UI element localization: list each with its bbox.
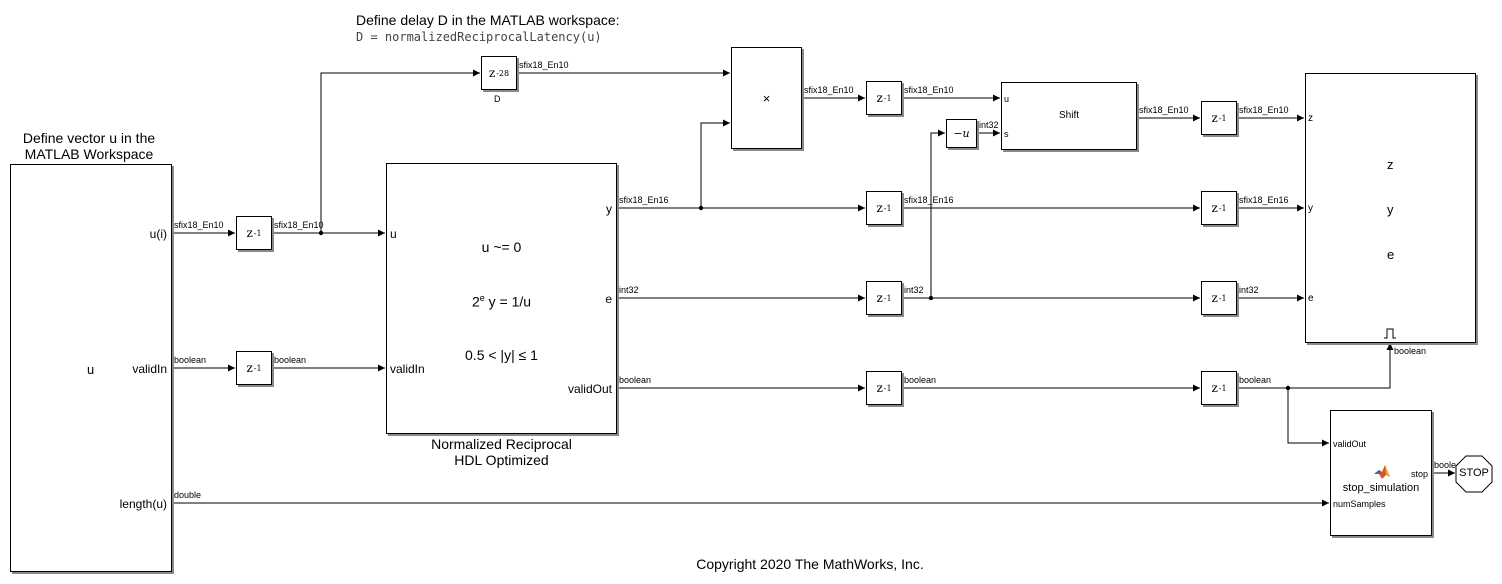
- source-port-length: length(u): [119, 497, 167, 511]
- recip-range-line: 0.5 < |y| ≤ 1: [465, 347, 538, 363]
- source-block-name: u: [87, 362, 95, 377]
- shift-port-u: u: [1004, 94, 1010, 104]
- delay-note-title: Define delay D in the MATLAB workspace:: [356, 12, 620, 28]
- sink-port-e: e: [1308, 293, 1314, 304]
- enable-port-icon: [1384, 328, 1396, 339]
- stopsim-port-numsamples: numSamples: [1333, 499, 1386, 509]
- signal-label: sfix18_En16: [904, 195, 954, 205]
- signal-label: int32: [979, 120, 999, 130]
- branch-point: [318, 230, 324, 236]
- branch-point: [1285, 385, 1291, 391]
- recip-condition-line: u ~= 0: [481, 239, 522, 255]
- sink-label-z: z: [1387, 157, 1394, 172]
- recip-caption-line1: Normalized Reciprocal: [431, 436, 572, 452]
- signal-label: boolean: [274, 355, 307, 365]
- signal-label: boolean: [619, 375, 652, 385]
- unit-delay-e1[interactable]: z-1: [866, 281, 902, 315]
- unit-delay-product[interactable]: z-1: [866, 81, 902, 115]
- signal-label: sfix18_En10: [904, 85, 954, 95]
- signal-label: boole: [1434, 460, 1457, 470]
- stopsim-port-validout: validOut: [1333, 439, 1367, 449]
- recip-port-validin: validIn: [390, 362, 425, 376]
- signal-label: sfix18_En10: [519, 60, 569, 70]
- sink-port-z: z: [1308, 113, 1313, 124]
- signal-label: boolean: [1239, 375, 1272, 385]
- recip-equation-line: 2e y = 1/u: [471, 293, 532, 310]
- workspace-note-line2: MATLAB Workspace: [24, 146, 154, 162]
- stop-sign-icon[interactable]: [1455, 455, 1493, 493]
- signal-label: sfix18_En10: [174, 220, 224, 230]
- unit-delay-shift[interactable]: z-1: [1201, 101, 1237, 135]
- line-y-to-product[interactable]: [700, 119, 730, 208]
- signal-label: int32: [904, 285, 924, 295]
- sink-label-e: e: [1387, 247, 1395, 262]
- signal-label: sfix18_En10: [274, 220, 324, 230]
- unit-delay-validin[interactable]: z-1: [236, 351, 272, 385]
- branch-point: [698, 205, 704, 211]
- signal-label: boolean: [904, 375, 937, 385]
- delay-d-label: D: [494, 94, 501, 104]
- line-validout-to-stopsim[interactable]: [1287, 388, 1329, 447]
- signal-label: sfix18_En10: [804, 85, 854, 95]
- recip-port-e: e: [605, 292, 612, 306]
- source-port-ui: u(i): [149, 227, 167, 241]
- stopsim-block-name: stop_simulation: [1342, 482, 1420, 494]
- signal-label: sfix18_En10: [1139, 105, 1189, 115]
- unit-delay-y2[interactable]: z-1: [1201, 191, 1237, 225]
- recip-caption-line2: HDL Optimized: [454, 452, 549, 468]
- signal-label: double: [174, 490, 202, 500]
- source-block[interactable]: u u(i) validIn length(u): [10, 164, 172, 572]
- negate-block[interactable]: −u: [946, 119, 977, 148]
- product-block[interactable]: ×: [731, 47, 802, 149]
- branch-point: [928, 295, 934, 301]
- stop-simulation-block[interactable]: validOut numSamples stop stop_simulation: [1330, 410, 1432, 536]
- unit-delay-validout1[interactable]: z-1: [866, 371, 902, 405]
- recip-port-validout: validOut: [567, 382, 612, 396]
- unit-delay-y1[interactable]: z-1: [866, 191, 902, 225]
- output-sink-block[interactable]: z y e z y e: [1305, 73, 1476, 343]
- signal-label: sfix18_En16: [619, 195, 669, 205]
- copyright-note: Copyright 2020 The MathWorks, Inc.: [696, 556, 924, 572]
- delay-d-block[interactable]: z-28: [481, 56, 517, 90]
- stopsim-port-stop: stop: [1410, 469, 1428, 479]
- signal-label: boolean: [174, 355, 207, 365]
- stop-label: STOP: [1459, 467, 1489, 479]
- signal-label: boolean: [1394, 346, 1427, 356]
- source-port-validin: validIn: [132, 362, 167, 376]
- recip-port-u: u: [390, 227, 397, 241]
- recip-port-y: y: [606, 202, 612, 216]
- shift-block-name: Shift: [1058, 110, 1079, 121]
- normalized-reciprocal-block[interactable]: u validIn y e validOut u ~= 0 2e y = 1/u…: [386, 163, 617, 434]
- line-e-to-negate[interactable]: [930, 129, 945, 298]
- sink-label-y: y: [1387, 202, 1394, 217]
- line-u-to-delayD[interactable]: [320, 69, 480, 233]
- workspace-note-line1: Define vector u in the: [22, 130, 156, 146]
- shift-block[interactable]: u s Shift: [1001, 82, 1137, 150]
- unit-delay-e2[interactable]: z-1: [1201, 281, 1237, 315]
- unit-delay-validout2[interactable]: z-1: [1201, 371, 1237, 405]
- signal-label: int32: [619, 285, 639, 295]
- signal-label: int32: [1239, 285, 1259, 295]
- matlab-function-icon: [1374, 465, 1390, 479]
- signal-label: sfix18_En16: [1239, 195, 1289, 205]
- delay-note-code: D = normalizedReciprocalLatency(u): [356, 30, 602, 44]
- signal-label: sfix18_En10: [1239, 105, 1289, 115]
- shift-port-s: s: [1004, 129, 1009, 139]
- unit-delay-u[interactable]: z-1: [236, 216, 272, 250]
- sink-port-y: y: [1308, 203, 1313, 214]
